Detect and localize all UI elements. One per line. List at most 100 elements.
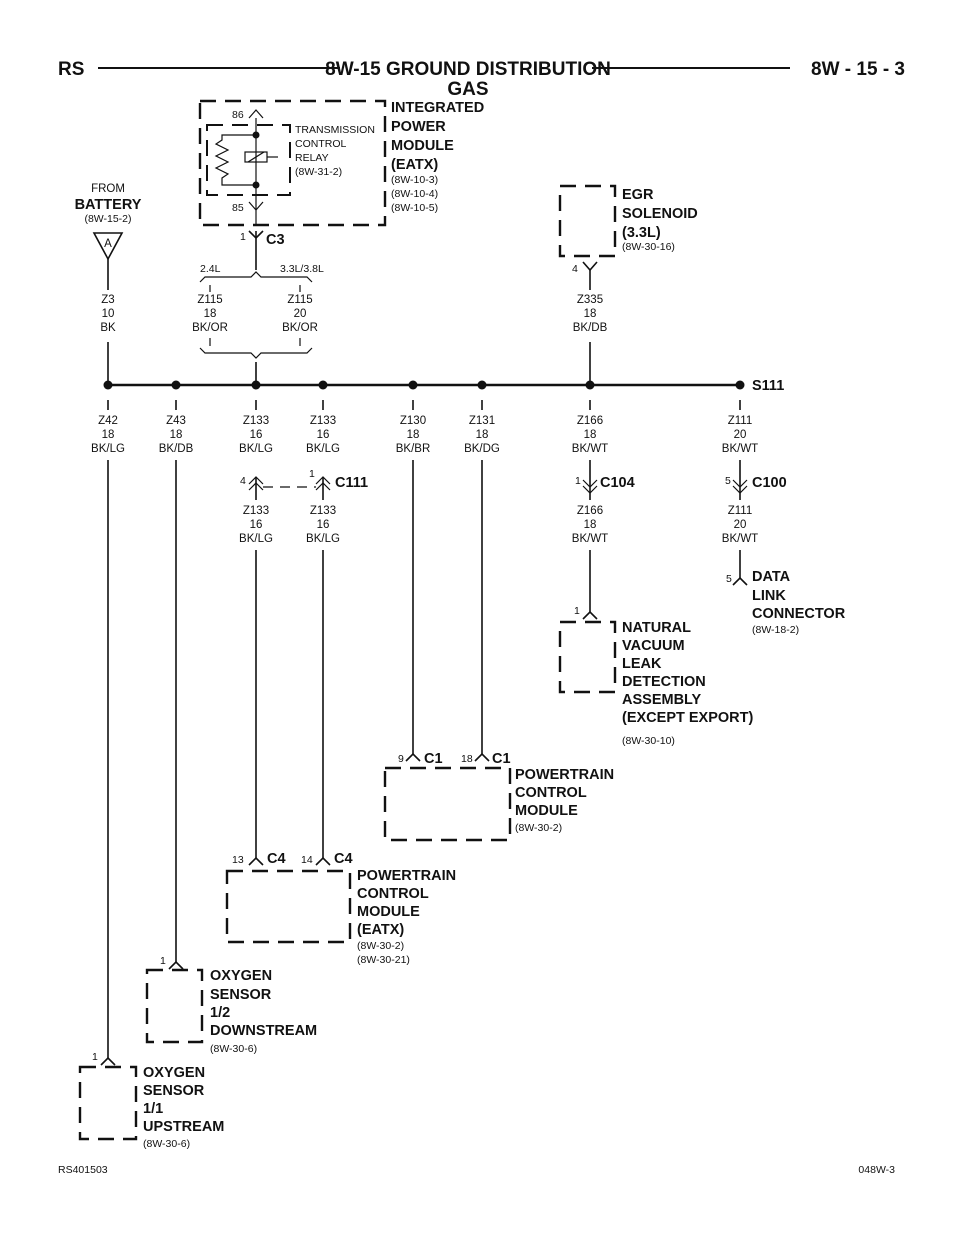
dlc-label: DATA (752, 569, 791, 585)
wire-color: BK (100, 322, 116, 334)
dlc-label: CONNECTOR (752, 606, 846, 622)
o2-down-ref: (8W-30-6) (210, 1043, 257, 1055)
ipm-box (198, 99, 387, 227)
wire-color: BK/LG (306, 533, 340, 545)
pcm-eatx-ref: (8W-30-21) (357, 954, 410, 966)
pin-label: 1 (309, 468, 315, 480)
pin-icon (248, 856, 264, 866)
wire-color: BK/OR (282, 322, 318, 334)
battery-source: FROM BATTERY (8W-15-2) A Z3 10 BK (75, 183, 142, 385)
o2-up-ref: (8W-30-6) (143, 1138, 190, 1150)
o2-down-label: SENSOR (210, 987, 272, 1003)
splice-node (318, 380, 328, 390)
battery-label: BATTERY (75, 197, 142, 213)
splice-node (408, 380, 418, 390)
pin-label: 13 (232, 854, 244, 866)
ipm-ref: (8W-10-5) (391, 202, 438, 214)
wire-color: BK/LG (239, 443, 273, 455)
pin-icon (582, 610, 598, 620)
connector-label: C4 (334, 851, 353, 867)
egr-ref: (8W-30-16) (622, 241, 675, 253)
data-link-connector: 5 DATA LINK CONNECTOR (8W-18-2) (726, 569, 846, 636)
relay-label: TRANSMISSION (295, 124, 375, 136)
nvld-label: VACUUM (622, 638, 685, 654)
oxygen-sensor-upstream: 1 OXYGEN SENSOR 1/1 UPSTREAM (8W-30-6) (78, 460, 224, 1150)
splice-node (585, 380, 595, 390)
pcm-eatx-label: MODULE (357, 904, 420, 920)
pin-label: 14 (301, 854, 313, 866)
page-number: 8W - 15 - 3 (811, 59, 905, 80)
wire-color: BK/LG (306, 443, 340, 455)
pin-label: 1 (160, 955, 166, 967)
pin-label: 5 (725, 475, 731, 487)
o2-up-box (78, 1065, 138, 1141)
connector-label: C111 (335, 475, 368, 491)
pin-label: 86 (232, 109, 244, 121)
splice-node (735, 380, 745, 390)
egr-label: (3.3L) (622, 225, 661, 241)
wire-gauge: 18 (102, 429, 115, 441)
relay-label: CONTROL (295, 138, 346, 150)
battery-connector-id: A (104, 238, 112, 250)
wire-code: Z42 (98, 415, 118, 427)
pin-label: 1 (240, 231, 246, 243)
wire-code: Z111 (728, 505, 753, 517)
wire-color: BK/WT (722, 443, 758, 455)
wire-gauge: 18 (170, 429, 183, 441)
connector-label: C104 (600, 475, 635, 491)
wire-code: Z133 (310, 415, 336, 427)
wire-gauge: 16 (250, 429, 263, 441)
figure-id: RS401503 (58, 1164, 108, 1176)
connector-label: C4 (267, 851, 286, 867)
egr-label: EGR (622, 187, 654, 203)
ipm-ref: (8W-10-4) (391, 188, 438, 200)
wire-color: BK/DB (573, 322, 608, 334)
wire-code: Z335 (577, 294, 603, 306)
splice-node (171, 380, 181, 390)
wire-color: BK/WT (722, 533, 758, 545)
connector-c104: 1 C104 Z166 18 BK/WT (572, 460, 635, 612)
ipm-label: (EATX) (391, 157, 438, 173)
splice-node (103, 380, 113, 390)
nvld-ref: (8W-30-10) (622, 735, 675, 747)
wire-gauge: 16 (317, 429, 330, 441)
from-label: FROM (91, 183, 125, 195)
connector-c111: 4 1 C111 Z133 16 BK/LG Z133 16 BK/LG (239, 468, 368, 858)
wire-gauge: 18 (584, 519, 597, 531)
ipm-label: MODULE (391, 138, 454, 154)
pin-label: 1 (574, 605, 580, 617)
pcm-box (383, 766, 512, 842)
wire-code: Z115 (197, 294, 222, 306)
option-bracket (199, 347, 313, 359)
pcm-label: CONTROL (515, 785, 587, 801)
pin-icon (732, 576, 748, 586)
resistor-icon (214, 134, 256, 186)
wire-code: Z133 (243, 505, 269, 517)
option-bracket (199, 271, 313, 283)
wire-color: BK/OR (192, 322, 228, 334)
splice-label: S111 (752, 378, 784, 394)
o2-down-label: DOWNSTREAM (210, 1023, 317, 1039)
wire-gauge: 20 (734, 519, 747, 531)
oxygen-sensor-downstream: 1 OXYGEN SENSOR 1/2 DOWNSTREAM (8W-30-6) (145, 460, 317, 1055)
pin-icon (168, 960, 184, 970)
pin-label: 4 (240, 475, 246, 487)
wire-gauge: 20 (294, 308, 307, 320)
wire-code: Z131 (469, 415, 495, 427)
figure-code: 048W-3 (858, 1164, 895, 1176)
integrated-power-module: 86 TRANSMISSION CONTROL RELAY (8W-31-2) … (192, 99, 484, 385)
dlc-label: LINK (752, 588, 786, 604)
wire-gauge: 18 (407, 429, 420, 441)
o2-up-label: 1/1 (143, 1101, 163, 1117)
bus-nodes: Z4218BK/LGZ4318BK/DBZ13316BK/LGZ13316BK/… (91, 380, 758, 455)
o2-up-label: OXYGEN (143, 1065, 205, 1081)
pin-label: 1 (575, 475, 581, 487)
pin-icon (582, 261, 598, 272)
nvld-label: NATURAL (622, 620, 691, 636)
powertrain-control-module-eatx: 13 C4 14 C4 POWERTRAIN CONTROL MODULE (E… (225, 851, 456, 966)
nvld-label: LEAK (622, 656, 662, 672)
wire-color: BK/BR (396, 443, 431, 455)
ground-bus: S111 (108, 378, 784, 394)
nvld-label: (EXCEPT EXPORT) (622, 710, 753, 726)
pcm-label: POWERTRAIN (515, 767, 614, 783)
